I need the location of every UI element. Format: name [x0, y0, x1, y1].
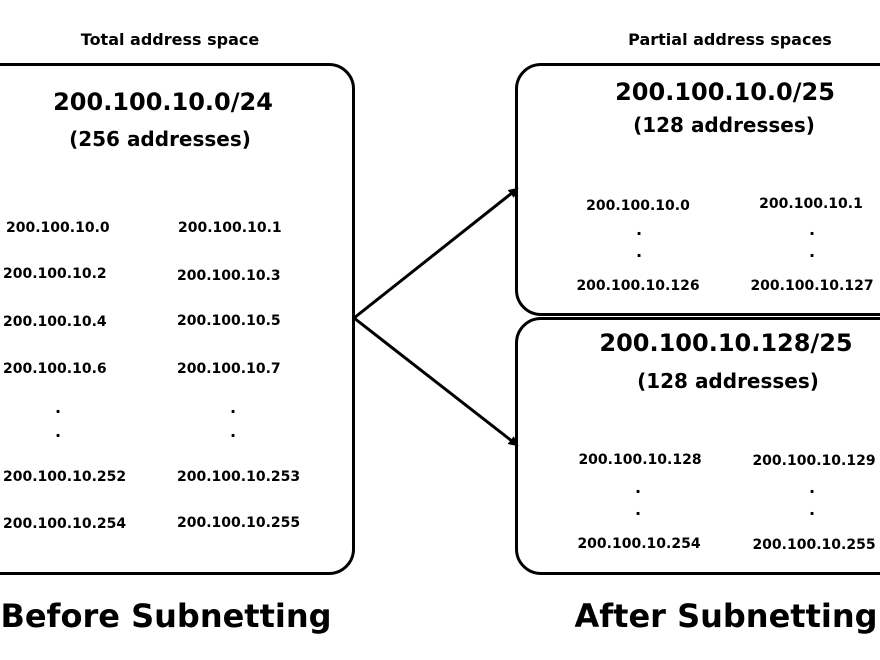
- left-col2-addr: 200.100.10.7: [177, 361, 281, 377]
- top-col2-ellipsis-dot: .: [808, 220, 816, 239]
- top-cidr-label: 200.100.10.0/25: [615, 78, 835, 106]
- arrow-to-top-subnet: [353, 187, 519, 320]
- bottom-cidr-label: 200.100.10.128/25: [599, 329, 853, 357]
- bottom-col2-first-addr: 200.100.10.129: [752, 453, 876, 469]
- left-col1-addr: 200.100.10.4: [3, 314, 107, 330]
- top-col1-first-addr: 200.100.10.0: [586, 198, 690, 214]
- left-col2-addr: 200.100.10.5: [177, 313, 281, 329]
- subnet-top-box: [515, 63, 880, 316]
- total-address-space-header: Total address space: [80, 30, 260, 49]
- left-col1-addr: 200.100.10.6: [3, 361, 107, 377]
- bottom-col1-last-addr: 200.100.10.254: [577, 536, 701, 552]
- top-col2-ellipsis-dot: .: [808, 242, 816, 261]
- bottom-col2-ellipsis-dot: .: [808, 478, 816, 497]
- top-col1-ellipsis-dot: .: [635, 220, 643, 239]
- left-col1-ellipsis-dot: .: [54, 422, 62, 441]
- top-col1-ellipsis-dot: .: [635, 242, 643, 261]
- bottom-col2-last-addr: 200.100.10.255: [752, 537, 876, 553]
- after-subnetting-caption: After Subnetting: [574, 597, 878, 635]
- bottom-col1-ellipsis-dot: .: [634, 478, 642, 497]
- partial-address-spaces-header: Partial address spaces: [628, 30, 832, 49]
- left-col2-addr: 200.100.10.255: [177, 515, 301, 531]
- bottom-address-count: (128 addresses): [637, 369, 819, 393]
- top-address-count: (128 addresses): [633, 113, 815, 137]
- before-subnetting-caption: Before Subnetting: [0, 597, 332, 635]
- left-col1-addr: 200.100.10.254: [3, 516, 127, 532]
- left-cidr-label: 200.100.10.0/24: [53, 88, 273, 116]
- left-col1-ellipsis-dot: .: [54, 398, 62, 417]
- left-col2-addr: 200.100.10.1: [178, 220, 282, 236]
- top-col2-first-addr: 200.100.10.1: [759, 196, 863, 212]
- top-col2-last-addr: 200.100.10.127: [750, 278, 874, 294]
- left-col2-addr: 200.100.10.3: [177, 268, 281, 284]
- left-col2-ellipsis-dot: .: [229, 398, 237, 417]
- bottom-col1-first-addr: 200.100.10.128: [578, 452, 702, 468]
- arrow-to-bottom-subnet: [353, 316, 519, 447]
- bottom-col1-ellipsis-dot: .: [634, 500, 642, 519]
- subnet-bottom-box: [515, 317, 880, 575]
- left-address-count: (256 addresses): [69, 127, 251, 151]
- top-col1-last-addr: 200.100.10.126: [576, 278, 700, 294]
- left-col1-addr: 200.100.10.2: [3, 266, 107, 282]
- left-col2-ellipsis-dot: .: [229, 422, 237, 441]
- left-col1-addr: 200.100.10.252: [3, 469, 127, 485]
- left-col2-addr: 200.100.10.253: [177, 469, 301, 485]
- total-address-space-box: [0, 63, 355, 575]
- left-col1-addr: 200.100.10.0: [6, 220, 110, 236]
- bottom-col2-ellipsis-dot: .: [808, 500, 816, 519]
